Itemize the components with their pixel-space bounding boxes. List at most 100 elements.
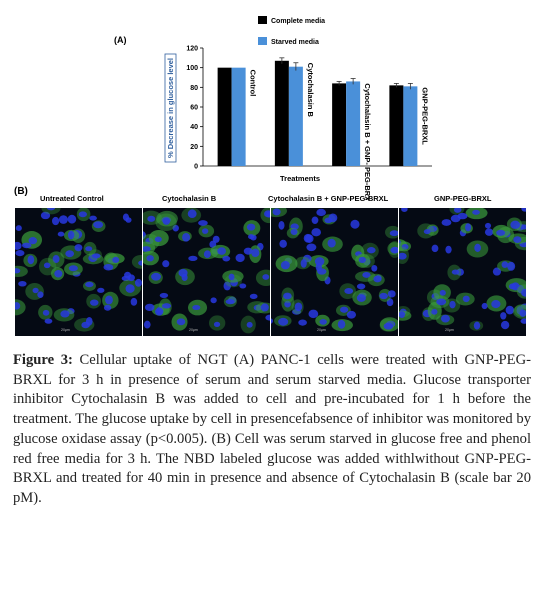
cell-body <box>41 208 61 215</box>
nucleus <box>85 246 93 252</box>
nucleus <box>521 288 526 297</box>
nucleus <box>449 300 456 309</box>
legend-swatch <box>258 16 267 24</box>
panel-a-label: (A) <box>114 35 127 45</box>
nucleus <box>350 219 360 229</box>
nucleus <box>401 208 408 213</box>
nucleus <box>290 228 298 235</box>
nucleus <box>474 243 481 252</box>
category-label: GNP-PEG-BRXL <box>420 87 429 145</box>
nucleus <box>125 284 135 293</box>
nucleus <box>423 229 431 235</box>
nucleus <box>311 228 322 237</box>
nucleus <box>217 247 226 255</box>
nucleus <box>212 235 220 243</box>
nucleus <box>89 215 97 221</box>
legend-entry: Complete media <box>271 18 325 25</box>
nucleus <box>500 312 507 320</box>
nucleus <box>91 253 101 259</box>
bar-chart: (A) % Decrease in glucose level 02040608… <box>114 16 432 200</box>
nucleus <box>315 262 322 272</box>
nucleus <box>366 247 376 254</box>
cell-cluster <box>399 208 526 331</box>
nucleus <box>15 249 25 257</box>
nucleus <box>262 274 270 280</box>
legend-swatch <box>258 37 267 45</box>
nucleus <box>18 280 27 287</box>
nucleus <box>278 317 289 326</box>
nucleus <box>451 269 460 275</box>
nucleus <box>78 211 87 218</box>
nucleus <box>74 244 83 252</box>
nucleus <box>188 255 198 262</box>
y-axis-label: % Decrease in glucose level <box>166 58 175 158</box>
nucleus <box>311 216 319 224</box>
nucleus <box>21 242 32 249</box>
nucleus <box>484 222 492 229</box>
nucleus <box>135 278 142 287</box>
y-axis-label-box <box>164 53 177 163</box>
nucleus <box>519 309 526 317</box>
nucleus <box>46 208 56 211</box>
nucleus <box>159 292 169 298</box>
scale-bar-label: 20μm <box>61 328 70 332</box>
panel-b-label: (B) <box>14 186 28 197</box>
bar <box>403 86 418 166</box>
nucleus <box>510 220 521 229</box>
nucleus <box>356 294 366 302</box>
nucleus <box>27 255 35 265</box>
nucleus <box>144 303 155 312</box>
category-label: Cytochalasin B + GNP- PEG-BRXL <box>363 83 372 200</box>
nucleus <box>143 320 151 329</box>
nucleus <box>389 230 398 237</box>
y-tick-label: 40 <box>190 124 198 131</box>
nucleus <box>42 309 50 316</box>
nucleus <box>143 246 151 253</box>
nucleus <box>198 220 208 226</box>
micrograph-cytochalasin-b-gnp: 20μm <box>271 208 398 336</box>
nucleus <box>15 302 21 310</box>
bar <box>231 67 246 166</box>
nucleus <box>283 292 292 300</box>
micrograph-cytochalasin-b: 20μm <box>143 208 270 336</box>
nucleus <box>462 295 470 303</box>
nucleus <box>223 281 231 291</box>
nucleus <box>54 270 63 278</box>
nucleus <box>358 256 366 263</box>
nucleus <box>507 261 516 271</box>
caption-text: Cellular uptake of NGT (A) PANC-1 cells … <box>13 352 531 506</box>
cell-cluster <box>143 208 270 334</box>
nucleus <box>151 272 161 281</box>
nucleus <box>280 260 290 270</box>
nucleus <box>440 314 450 323</box>
nucleus <box>513 236 522 243</box>
nucleus <box>521 208 526 212</box>
nucleus <box>251 248 260 258</box>
nucleus <box>278 220 285 230</box>
scale-bar-label: 20μm <box>317 328 326 332</box>
nucleus <box>481 302 488 310</box>
micrograph-gnp-peg-brxl: 20μm <box>399 208 526 336</box>
nucleus <box>51 216 60 226</box>
nucleus <box>337 319 346 329</box>
nucleus <box>340 306 349 313</box>
nucleus <box>202 228 209 234</box>
nucleus <box>500 320 510 330</box>
nucleus <box>260 303 269 312</box>
nucleus <box>146 255 154 262</box>
nucleus <box>441 219 452 226</box>
nucleus <box>445 245 452 254</box>
nucleus <box>28 237 38 245</box>
nucleus <box>125 217 132 223</box>
nucleus <box>43 262 51 269</box>
nucleus <box>192 305 201 311</box>
nucleus <box>472 209 480 215</box>
nucleus <box>15 225 22 232</box>
nucleus <box>465 223 472 232</box>
nucleus <box>399 252 407 260</box>
nucleus <box>496 229 506 236</box>
nucleus <box>271 318 274 324</box>
nucleus <box>401 243 409 250</box>
y-tick-label: 20 <box>190 144 198 151</box>
